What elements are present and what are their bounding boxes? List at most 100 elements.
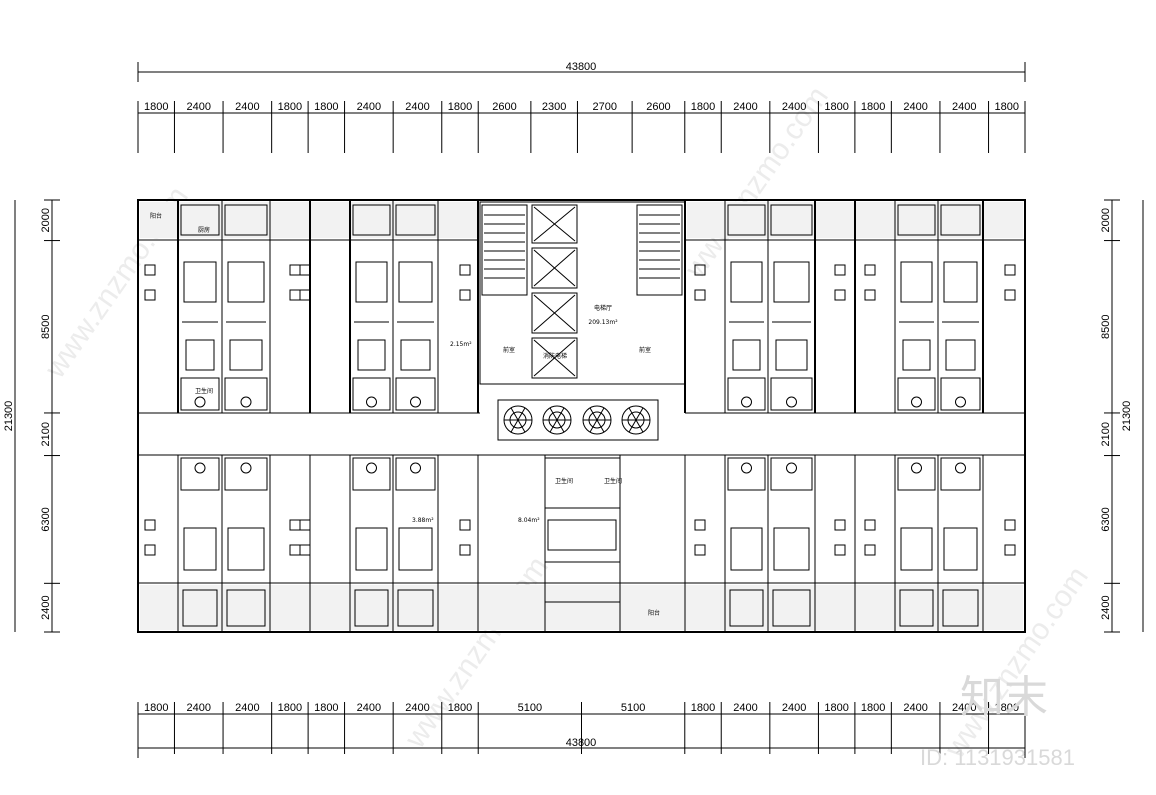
chair [864,289,876,301]
bathroom-block [727,377,766,411]
bathroom-block [180,377,220,411]
bathroom-block [224,457,268,491]
core-beds [547,519,617,551]
top-dimension-2: 2400 [187,101,211,113]
kitchen-block [942,589,979,627]
toilet [410,396,421,408]
toilet [786,462,797,474]
bed [227,527,265,571]
kitchen-block [770,204,813,236]
elevator-hall-label: 电梯厅 [594,304,612,312]
chair [864,544,876,556]
bottom-dimension-17: 2400 [952,702,976,714]
chair [289,264,301,276]
chair [144,519,156,531]
bottom-dimension-2: 2400 [187,702,211,714]
chair [144,544,156,556]
bathroom-block [395,457,436,491]
top-dimension-4: 1800 [278,101,302,113]
bed [183,527,217,571]
right-dimension-2: 8500 [1100,315,1112,339]
chair [694,519,706,531]
double-bed [902,339,931,371]
bottom-dimension-6: 2400 [357,702,381,714]
chair [289,544,301,556]
left-dimension-5: 2400 [40,595,52,619]
watermark-site-2: www.znzmo.com [398,551,555,755]
bed [355,261,388,303]
kitchen-block [727,204,766,236]
chair [1004,519,1016,531]
double-bed [732,339,761,371]
bed [773,261,810,303]
chair [834,519,846,531]
balcony-label-bottom: 阳台 [648,609,660,617]
bed [943,261,978,303]
vestibule-label-left: 前室 [503,346,515,354]
bathroom-block [940,457,981,491]
bathroom-block [395,377,436,411]
balcony-label: 阳台 [150,212,162,220]
top-dimension-17: 1800 [861,101,885,113]
kitchen-block [897,204,936,236]
bottom-dimension-1: 1800 [144,702,168,714]
bottom-dimension-7: 2400 [405,702,429,714]
elevator-shaft-1 [531,204,578,244]
elevator-shaft-2 [531,247,578,289]
bathroom-label-core-2: 卫生间 [604,477,622,485]
toilet [741,396,752,408]
chair [694,289,706,301]
top-dimension-14: 2400 [733,101,757,113]
double-bed [229,339,263,371]
bottom-dimension-5: 1800 [314,702,338,714]
toilet [366,462,377,474]
vestibule-label-right: 前室 [639,346,651,354]
top-dimension-7: 2400 [405,101,429,113]
chair [144,289,156,301]
top-dimension-11: 2700 [593,101,617,113]
chair [459,264,471,276]
toilet [240,462,252,474]
top-dimension-13: 1800 [691,101,715,113]
elevator-shaft-3 [531,292,578,334]
chair [459,519,471,531]
kitchen-block [226,589,266,627]
bathroom-block [770,457,813,491]
chair [1004,544,1016,556]
bottom-dimension-13: 2400 [782,702,806,714]
elevator-shaft-4 [531,337,578,379]
left-dimension-2: 8500 [40,315,52,339]
core-bathroom-block [544,457,621,509]
bathroom-label-core: 卫生间 [555,477,573,485]
chair [1004,289,1016,301]
top-dimension-6: 2400 [357,101,381,113]
top-dimension-9: 2600 [492,101,516,113]
chair [834,544,846,556]
area-label-type2: 3.88m² [412,517,434,524]
bathroom-block [770,377,813,411]
bottom-dimension-8: 1800 [448,702,472,714]
id-watermark: ID: 1131931581 [920,745,1075,770]
right-dimension-4: 6300 [1100,507,1112,531]
double-bed [945,339,976,371]
kitchen-block [899,589,934,627]
brand-watermark: 知末 [960,672,1048,723]
bottom-dimension-18: 1800 [995,702,1019,714]
chair [864,519,876,531]
bathroom-block [897,377,936,411]
right-total-dimension: 21300 [1121,401,1133,432]
chair [299,289,311,301]
left-total-dimension: 21300 [3,401,15,432]
area-label-type1: 2.15m² [450,341,472,348]
chair [459,289,471,301]
chair [289,289,301,301]
overall-dimension-top: 43800 [566,61,597,73]
right-dimension-1: 2000 [1100,208,1112,232]
kitchen-block [940,204,981,236]
kitchen-block [772,589,811,627]
bathroom-block [180,457,220,491]
chair [299,519,311,531]
bottom-dimension-4: 1800 [278,702,302,714]
